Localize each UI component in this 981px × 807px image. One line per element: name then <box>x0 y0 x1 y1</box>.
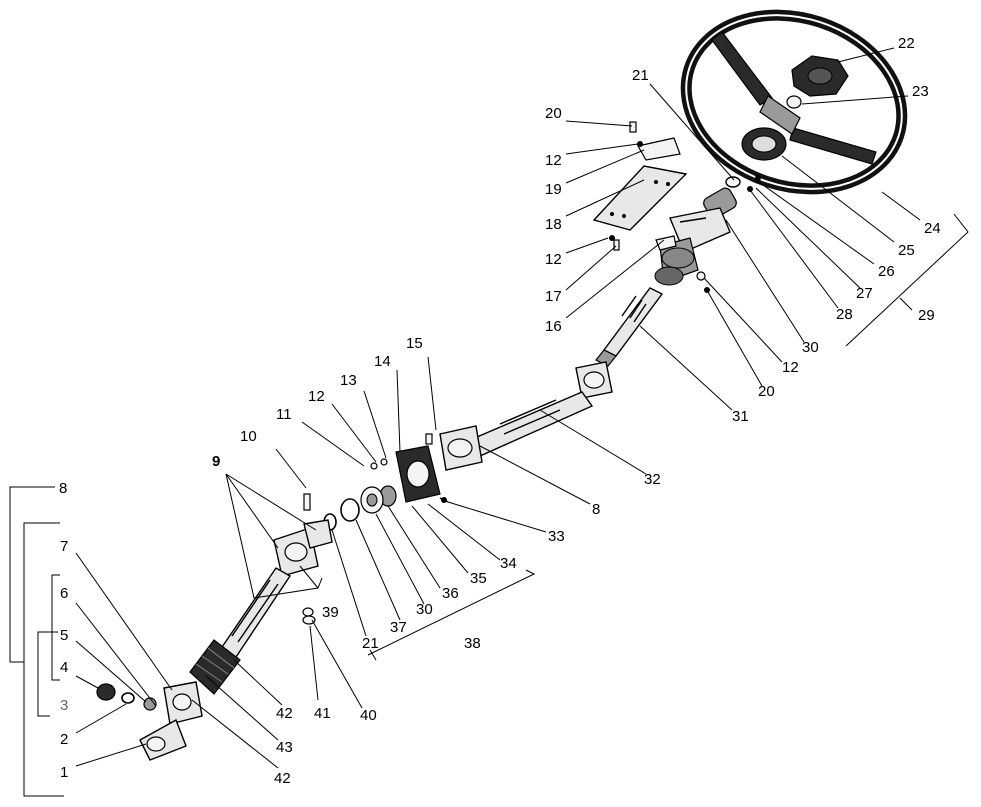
label-8-left: 8 <box>59 480 67 497</box>
label-13: 13 <box>340 372 357 389</box>
label-37: 37 <box>390 619 407 636</box>
label-34: 34 <box>500 555 517 572</box>
label-4: 4 <box>60 659 68 676</box>
intermediate-cardan-joint <box>395 425 483 503</box>
label-42-upper: 42 <box>276 705 293 722</box>
mounting-plate-upper <box>629 121 681 161</box>
label-12-mid: 12 <box>308 388 325 405</box>
label-8-right: 8 <box>592 501 600 518</box>
upper-column-assembly <box>654 175 761 293</box>
label-12-right: 12 <box>782 359 799 376</box>
label-30-right: 30 <box>802 339 819 356</box>
label-6: 6 <box>60 585 68 602</box>
label-1: 1 <box>60 764 68 781</box>
label-14: 14 <box>374 353 391 370</box>
label-41: 41 <box>314 705 331 722</box>
nut <box>786 95 802 109</box>
label-26: 26 <box>878 263 895 280</box>
part-labels: 1 2 3 4 5 6 7 8 9 10 11 12 13 14 15 16 1… <box>59 35 941 787</box>
lower-cardan-joint <box>273 493 333 625</box>
label-12-plate-lower: 12 <box>545 251 562 268</box>
steering-wheel <box>680 9 908 195</box>
label-20-top: 20 <box>545 105 562 122</box>
label-42-lower: 42 <box>274 770 291 787</box>
label-39: 39 <box>322 604 339 621</box>
label-17: 17 <box>545 288 562 305</box>
label-2: 2 <box>60 731 68 748</box>
label-30-mid: 30 <box>416 601 433 618</box>
label-24: 24 <box>924 220 941 237</box>
label-21-top: 21 <box>632 67 649 84</box>
label-5: 5 <box>60 627 68 644</box>
label-19: 19 <box>545 181 562 198</box>
label-25: 25 <box>898 242 915 259</box>
label-7: 7 <box>60 538 68 555</box>
parts-drawing <box>96 9 908 761</box>
label-35: 35 <box>470 570 487 587</box>
wheel-hub <box>741 127 787 161</box>
leader-lines <box>9 47 969 797</box>
rubber-boot <box>189 639 241 695</box>
label-43: 43 <box>276 739 293 756</box>
label-15: 15 <box>406 335 423 352</box>
label-20-right: 20 <box>758 383 775 400</box>
label-12-plate-upper: 12 <box>545 152 562 169</box>
label-31: 31 <box>732 408 749 425</box>
splined-shaft <box>595 287 664 367</box>
label-23: 23 <box>912 83 929 100</box>
bottom-yoke <box>139 681 203 761</box>
upper-cardan-joint <box>468 361 613 457</box>
label-11: 11 <box>276 406 292 423</box>
label-33: 33 <box>548 528 565 545</box>
label-29: 29 <box>918 307 935 324</box>
mounting-plate-lower <box>592 165 688 251</box>
label-22: 22 <box>898 35 915 52</box>
label-32: 32 <box>644 471 661 488</box>
label-27: 27 <box>856 285 873 302</box>
small-parts <box>96 683 157 711</box>
label-10: 10 <box>240 428 257 445</box>
label-16: 16 <box>545 318 562 335</box>
label-21-mid: 21 <box>362 635 379 652</box>
label-3: 3 <box>60 697 68 714</box>
label-36: 36 <box>442 585 459 602</box>
label-28: 28 <box>836 306 853 323</box>
bearings-and-rings <box>323 458 397 531</box>
label-18: 18 <box>545 216 562 233</box>
label-38: 38 <box>464 635 481 652</box>
label-9: 9 <box>212 453 220 470</box>
lower-shaft <box>189 567 291 695</box>
label-40: 40 <box>360 707 377 724</box>
